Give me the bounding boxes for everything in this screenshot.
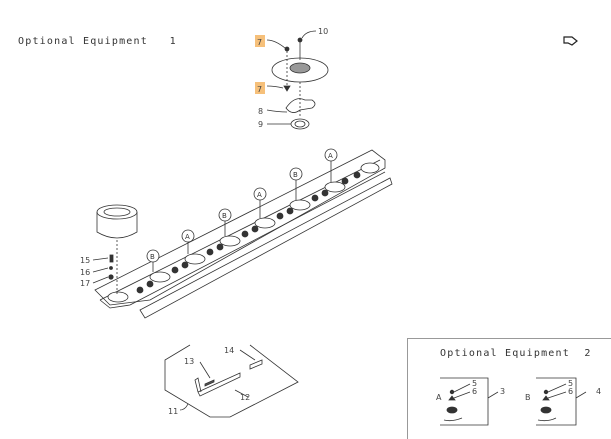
bar-callout-b3 bbox=[289, 167, 303, 200]
part-label-8[interactable]: 8 bbox=[258, 107, 263, 116]
part-label-13[interactable]: 13 bbox=[184, 357, 194, 366]
part-label-3[interactable]: 3 bbox=[500, 387, 505, 396]
bar-callout-letter: B bbox=[222, 212, 227, 220]
part-label-4[interactable]: 4 bbox=[596, 387, 601, 396]
page-title-optional-equipment-1: Optional Equipment 1 bbox=[18, 36, 177, 47]
detail-b-letter: B bbox=[525, 393, 531, 402]
bar-callout-a2 bbox=[253, 187, 267, 218]
bar-bolts bbox=[136, 171, 361, 294]
detail-a-letter: A bbox=[436, 393, 442, 402]
bar-callout-a1 bbox=[181, 229, 195, 254]
part-label-5b[interactable]: 5 bbox=[568, 379, 573, 388]
highlight-part-7-bottom bbox=[255, 82, 265, 94]
bar-callout-letter: B bbox=[150, 253, 155, 261]
part-label-6b[interactable]: 6 bbox=[568, 387, 573, 396]
part-label-11[interactable]: 11 bbox=[168, 407, 178, 416]
hub-assembly bbox=[266, 30, 329, 130]
page-title-optional-equipment-2: Optional Equipment 2 bbox=[440, 348, 592, 359]
bar-callout-b2 bbox=[218, 208, 232, 236]
part-label-6a[interactable]: 6 bbox=[472, 387, 477, 396]
part-label-12[interactable]: 12 bbox=[240, 393, 250, 402]
part-label-7-top[interactable]: 7 bbox=[257, 38, 262, 47]
part-label-5a[interactable]: 5 bbox=[472, 379, 477, 388]
part-label-7-bottom[interactable]: 7 bbox=[257, 85, 262, 94]
bar-callout-b1 bbox=[146, 249, 160, 272]
bar-pockets bbox=[107, 162, 380, 303]
part-label-15[interactable]: 15 bbox=[80, 256, 90, 265]
bar-callout-letter: A bbox=[328, 152, 333, 160]
part-label-17[interactable]: 17 bbox=[80, 279, 90, 288]
exploded-parts-diagram: 7 7 8 9 10 B A B A B A 15 16 17 11 12 13… bbox=[80, 27, 601, 426]
bar-callout-letter: B bbox=[293, 171, 298, 179]
bar-callout-letter: A bbox=[185, 233, 190, 241]
part-label-9[interactable]: 9 bbox=[258, 120, 263, 129]
drum bbox=[96, 204, 138, 295]
part-label-10[interactable]: 10 bbox=[318, 27, 328, 36]
highlight-part-7-top bbox=[255, 35, 265, 47]
bar-callout-letter: A bbox=[257, 191, 262, 199]
part-label-14[interactable]: 14 bbox=[224, 346, 234, 355]
detail-a bbox=[440, 377, 499, 426]
return-arrow-icon[interactable] bbox=[563, 32, 581, 46]
detail-b bbox=[536, 377, 587, 426]
drum-fasteners bbox=[92, 254, 114, 284]
bar-callout-a3 bbox=[324, 148, 338, 182]
tool-tray bbox=[164, 344, 299, 418]
optional-equipment-2-panel bbox=[407, 338, 611, 439]
part-label-16[interactable]: 16 bbox=[80, 268, 90, 277]
